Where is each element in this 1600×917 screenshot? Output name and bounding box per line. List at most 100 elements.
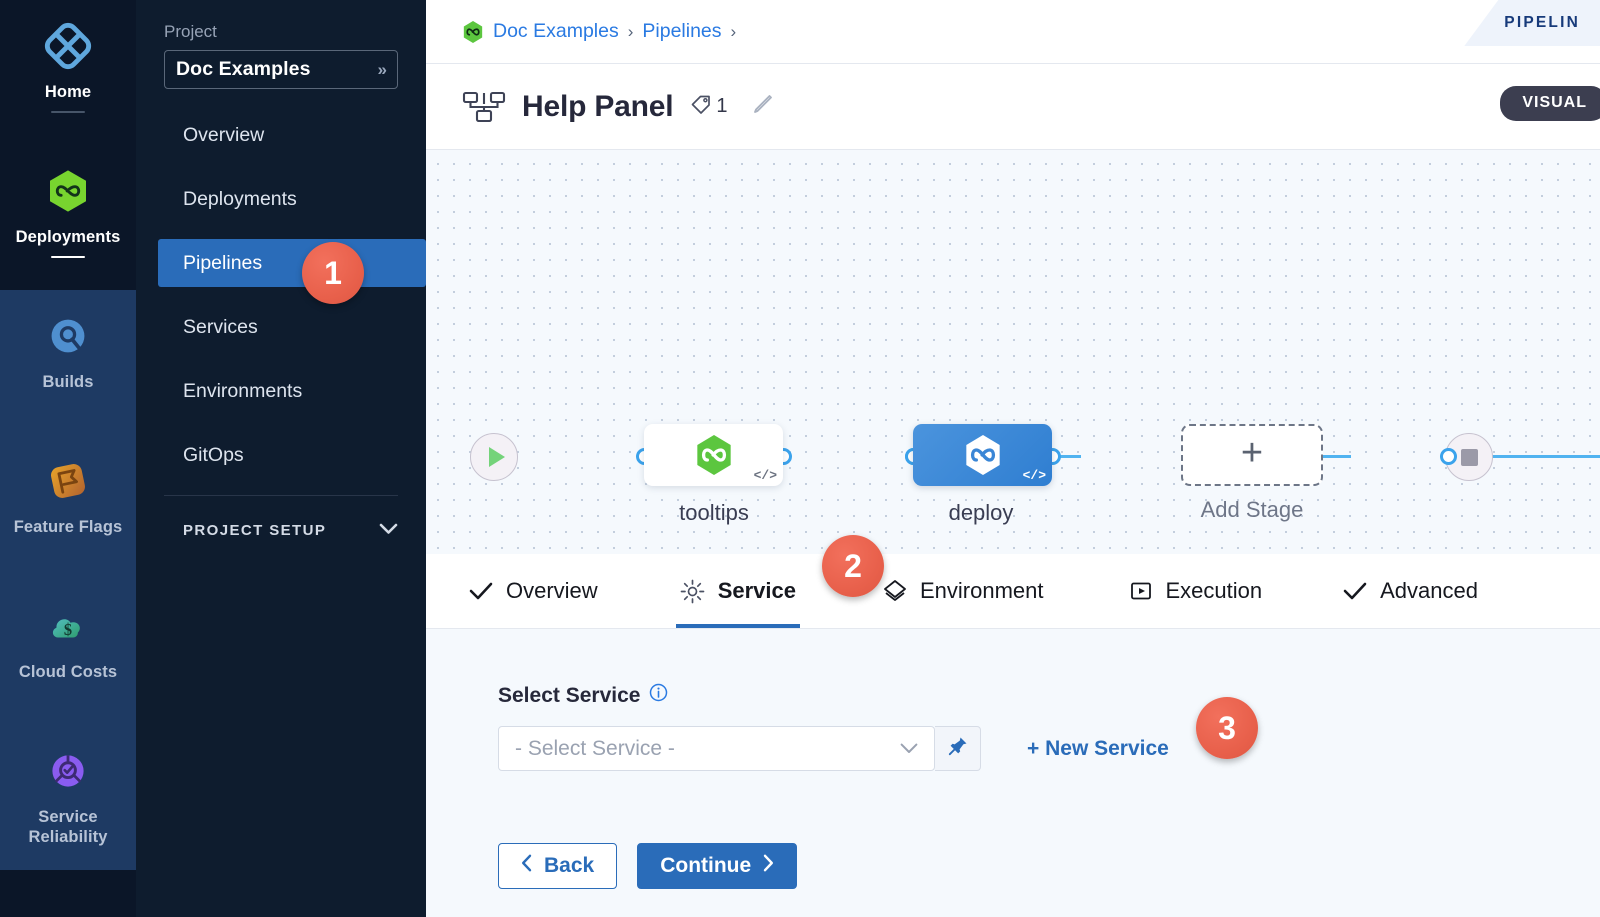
harness-hex-green-icon bbox=[696, 435, 731, 475]
nav-item-label: Environments bbox=[183, 379, 303, 402]
add-stage-node[interactable]: + bbox=[1181, 424, 1323, 486]
rail-active-underline bbox=[51, 256, 85, 259]
form-button-row: Back Continue bbox=[498, 843, 1600, 889]
project-section-label: Project bbox=[164, 22, 217, 41]
layers-diamond-icon bbox=[882, 578, 908, 604]
nav-item-label: Overview bbox=[183, 123, 265, 146]
nav-item-deployments[interactable]: Deployments bbox=[136, 175, 426, 223]
breadcrumb-link-project[interactable]: Doc Examples bbox=[493, 20, 619, 42]
rail-item-feature-flags[interactable]: Feature Flags bbox=[0, 435, 136, 580]
rail-item-label: Deployments bbox=[15, 228, 121, 246]
page-title: Help Panel bbox=[522, 89, 674, 123]
nav-item-label: GitOps bbox=[183, 443, 244, 466]
tab-label: Environment bbox=[919, 578, 1044, 603]
pipeline-nodes-icon bbox=[462, 88, 506, 126]
add-stage-label: Add Stage bbox=[1200, 497, 1304, 522]
pipeline-canvas[interactable]: </> tooltips </> deploy + Add Stage bbox=[426, 150, 1600, 554]
harness-hex-white-icon bbox=[965, 435, 1000, 475]
select-service-label-row: Select Service bbox=[498, 683, 1600, 708]
pipeline-title-bar: Help Panel 1 VISUAL bbox=[426, 64, 1600, 150]
stage-step-tabs: Overview Service bbox=[426, 554, 1600, 629]
code-brackets-icon: </> bbox=[753, 468, 777, 483]
code-brackets-icon: </> bbox=[1022, 468, 1046, 483]
stage-node-deploy[interactable]: </> bbox=[913, 424, 1052, 486]
rail-item-builds[interactable]: Builds bbox=[0, 290, 136, 435]
chevron-down-icon bbox=[900, 739, 918, 759]
chevron-right-icon bbox=[762, 854, 774, 878]
pipeline-corner-tab[interactable]: PIPELIN bbox=[1464, 0, 1600, 46]
rail-item-label: Service Reliability bbox=[28, 808, 108, 847]
tab-label: Advanced bbox=[1380, 578, 1478, 603]
nav-item-environments[interactable]: Environments bbox=[136, 367, 426, 415]
check-icon bbox=[468, 578, 494, 604]
stage-label-deploy: deploy bbox=[948, 500, 1014, 525]
nav-item-gitops[interactable]: GitOps bbox=[136, 431, 426, 479]
rail-item-service-reliability[interactable]: Service Reliability bbox=[0, 725, 136, 870]
project-selector[interactable]: Doc Examples » bbox=[164, 50, 398, 89]
tab-execution[interactable]: Execution bbox=[1124, 554, 1267, 628]
back-button[interactable]: Back bbox=[498, 843, 618, 889]
tab-label: Execution bbox=[1165, 578, 1263, 603]
stage-node-tooltips[interactable]: </> bbox=[644, 424, 783, 486]
nav-item-pipelines[interactable]: Pipelines bbox=[158, 239, 426, 287]
svg-text:$: $ bbox=[64, 620, 72, 639]
select-service-dropdown[interactable]: - Select Service - bbox=[498, 726, 935, 771]
harness-module-icon bbox=[462, 20, 484, 44]
cloud-costs-icon: $ bbox=[40, 598, 96, 654]
nav-item-services[interactable]: Services bbox=[136, 303, 426, 351]
breadcrumb-separator: › bbox=[627, 21, 634, 41]
nav-item-label: Deployments bbox=[183, 187, 297, 210]
breadcrumb-link-pipelines[interactable]: Pipelines bbox=[642, 20, 722, 42]
tab-label: Overview bbox=[506, 578, 598, 603]
tag-icon bbox=[689, 92, 713, 121]
nav-item-overview[interactable]: Overview bbox=[136, 111, 426, 159]
port-end-in[interactable] bbox=[1440, 448, 1457, 465]
select-service-label: Select Service bbox=[498, 683, 641, 707]
info-circle-icon[interactable] bbox=[649, 683, 668, 708]
pipeline-corner-tab-label: PIPELIN bbox=[1504, 14, 1580, 31]
continue-button[interactable]: Continue bbox=[637, 843, 798, 889]
tab-overview[interactable]: Overview bbox=[464, 554, 602, 628]
tag-badge[interactable]: 1 bbox=[689, 92, 728, 121]
project-selector-value: Doc Examples bbox=[176, 58, 311, 80]
home-diamond-icon bbox=[40, 18, 96, 74]
chevron-left-icon bbox=[521, 854, 533, 878]
mode-badge-visual[interactable]: VISUAL bbox=[1500, 86, 1600, 121]
feature-flags-icon bbox=[40, 453, 96, 509]
continue-button-label: Continue bbox=[660, 854, 752, 877]
edge-deploy-to-add bbox=[1481, 455, 1600, 458]
select-service-value: - Select Service - bbox=[515, 736, 675, 760]
rail-item-label: Home bbox=[44, 83, 92, 101]
service-form-panel: Select Service - Select Service - bbox=[426, 629, 1600, 917]
nav-divider bbox=[164, 495, 398, 496]
gear-icon bbox=[680, 578, 706, 604]
pipeline-start-node[interactable] bbox=[470, 433, 518, 481]
step-marker-2: 2 bbox=[822, 535, 884, 597]
project-setup-label: PROJECT SETUP bbox=[183, 522, 327, 539]
service-reliability-icon bbox=[40, 743, 96, 799]
rail-active-underline bbox=[51, 111, 85, 114]
deployments-infinity-icon bbox=[40, 163, 96, 219]
project-setup-section[interactable]: PROJECT SETUP bbox=[136, 522, 426, 539]
tab-service[interactable]: Service bbox=[675, 554, 801, 628]
rail-item-home[interactable]: Home bbox=[0, 0, 136, 145]
stage-label-tooltips: tooltips bbox=[679, 500, 749, 525]
check-icon bbox=[1342, 578, 1368, 604]
module-rail: Home Deployments Builds bbox=[0, 0, 136, 917]
tab-environment[interactable]: Environment bbox=[878, 554, 1048, 628]
play-icon bbox=[488, 447, 505, 467]
breadcrumb: Doc Examples › Pipelines › PIPELIN bbox=[426, 0, 1600, 64]
tab-advanced[interactable]: Advanced bbox=[1338, 554, 1482, 628]
project-nav: Project Doc Examples » Overview Deployme… bbox=[136, 0, 426, 917]
rail-item-label: Cloud Costs bbox=[18, 663, 118, 681]
pencil-icon[interactable] bbox=[750, 91, 776, 122]
pin-icon bbox=[947, 735, 969, 762]
nav-item-label: Services bbox=[183, 315, 258, 338]
rail-item-deployments[interactable]: Deployments bbox=[0, 145, 136, 290]
new-service-link[interactable]: + New Service bbox=[1027, 736, 1169, 760]
chevron-double-right-icon: » bbox=[377, 59, 388, 79]
rail-item-cloud-costs[interactable]: $ Cloud Costs bbox=[0, 580, 136, 725]
pin-button[interactable] bbox=[935, 726, 981, 771]
back-button-label: Back bbox=[544, 854, 595, 877]
builds-icon bbox=[40, 308, 96, 364]
